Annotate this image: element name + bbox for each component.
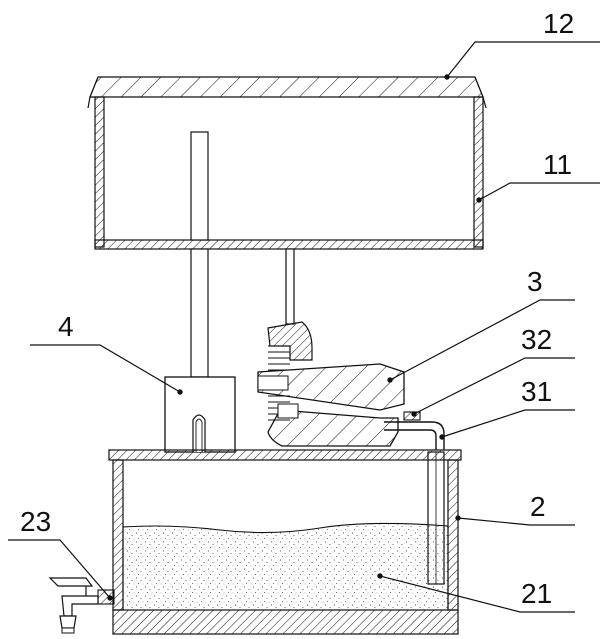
label-4: 4 (58, 311, 74, 342)
component-4-block (164, 376, 236, 453)
label-11: 11 (543, 149, 572, 180)
label-3: 3 (527, 266, 543, 297)
lid (89, 76, 484, 98)
component-3-assembly (257, 321, 405, 447)
reference-labels: 12 11 3 32 4 31 2 23 21 (20, 8, 574, 609)
label-32: 32 (521, 324, 552, 355)
label-2: 2 (530, 491, 546, 522)
upper-container (87, 76, 487, 250)
label-21: 21 (521, 578, 552, 609)
label-31: 31 (521, 376, 552, 407)
lower-tank (108, 449, 462, 635)
tank-contents (122, 522, 449, 611)
faucet (48, 577, 115, 634)
leader-lines (8, 41, 600, 613)
label-12: 12 (543, 8, 574, 39)
label-23: 23 (20, 506, 51, 537)
